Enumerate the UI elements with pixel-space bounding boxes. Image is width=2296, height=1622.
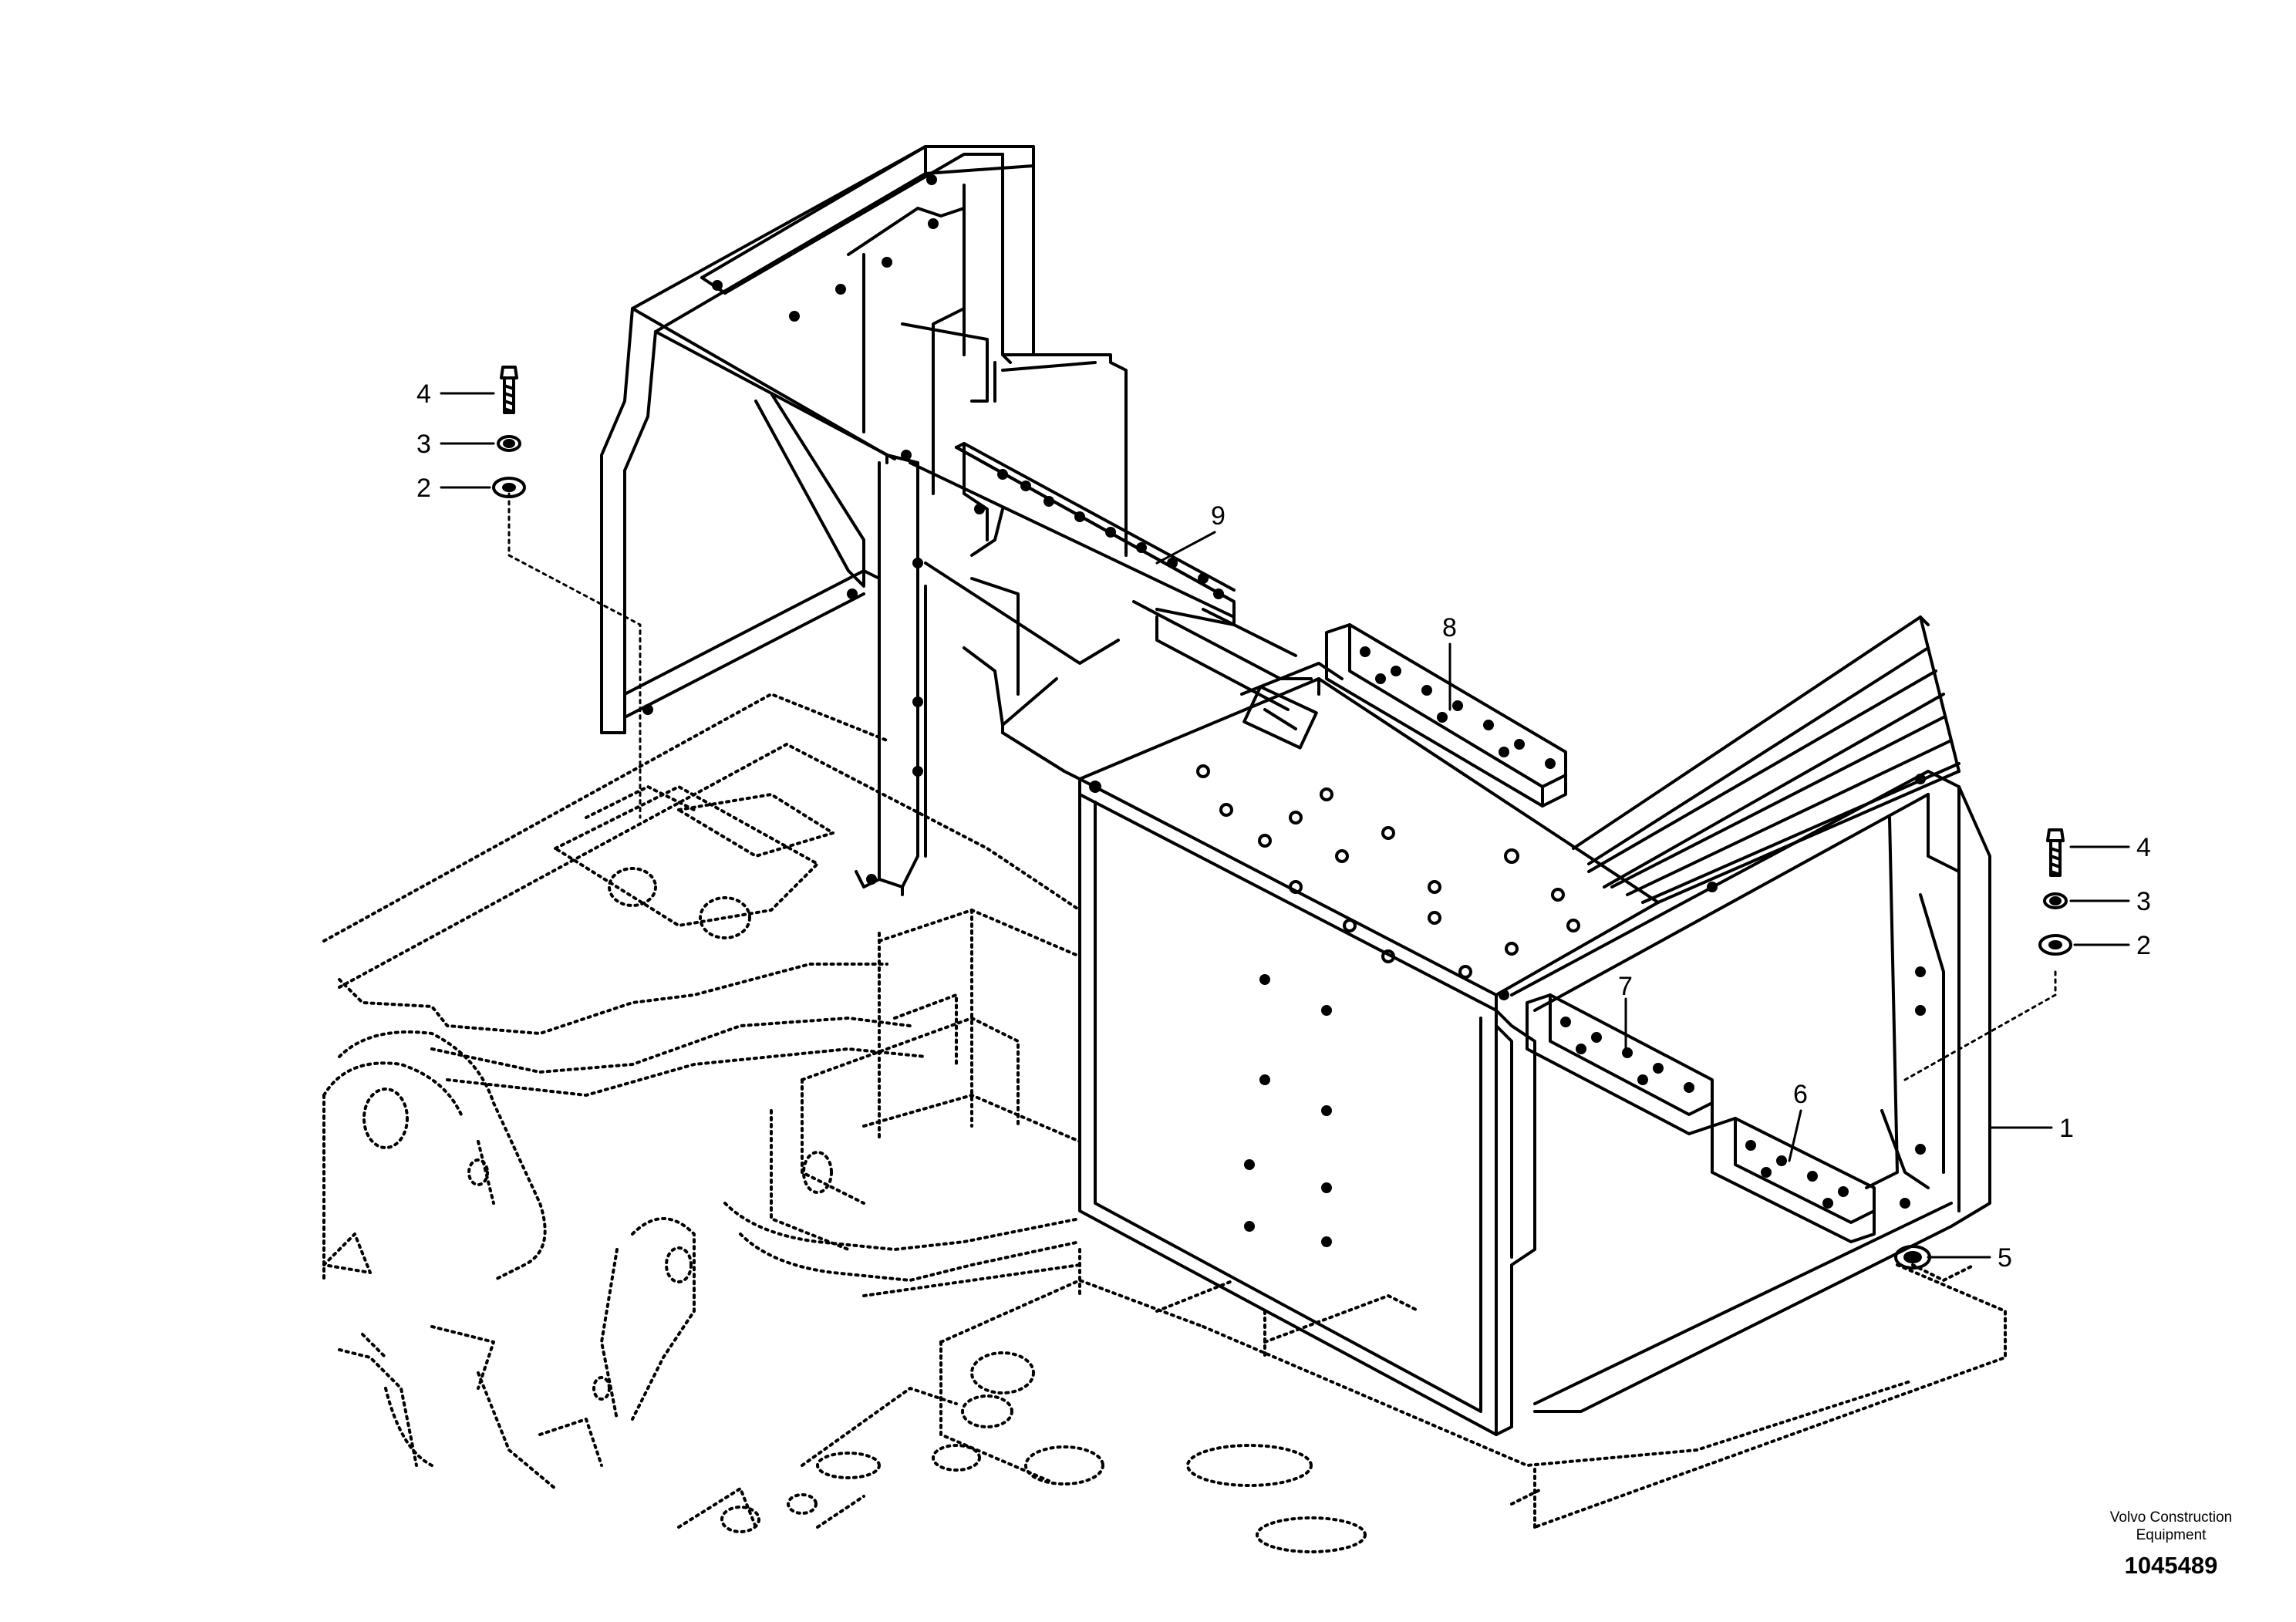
assembly-line-right — [1903, 970, 2057, 1081]
part-7-plate — [1526, 993, 1714, 1135]
credit-line-2: Equipment — [2136, 1527, 2207, 1543]
callout-4-left: 4 — [416, 379, 431, 409]
callout-1: 1 — [2059, 1114, 2074, 1143]
spring-washer-3-left — [497, 435, 521, 452]
flat-washer-2-right — [2038, 934, 2072, 956]
machine-frame-background — [322, 693, 2007, 1553]
part-8-plate — [1325, 623, 1567, 808]
flat-washer-2-left — [492, 477, 526, 498]
part-9-bracket — [909, 442, 1313, 711]
callout-9: 9 — [1211, 501, 1226, 531]
part-6-plate — [1711, 1117, 1876, 1243]
leader-lines — [440, 392, 2130, 1259]
left-frame-assembly — [600, 145, 1128, 896]
callout-8: 8 — [1442, 613, 1457, 642]
callout-2-right: 2 — [2136, 931, 2151, 960]
counterweight-box-part-1 — [1078, 615, 1991, 1436]
bolt-4-right — [2046, 828, 2065, 877]
assembly-line-left — [507, 492, 642, 819]
spring-washer-3-right — [2043, 892, 2068, 909]
callout-3-right: 3 — [2136, 887, 2151, 916]
callout-labels: 4 3 2 4 3 2 1 5 6 7 8 9 — [416, 379, 2151, 1273]
callout-5: 5 — [1998, 1243, 2012, 1273]
callout-2-left: 2 — [416, 474, 431, 503]
bolt-4-left — [500, 366, 518, 414]
callout-7: 7 — [1618, 972, 1633, 1001]
callout-3-left: 3 — [416, 430, 431, 459]
manufacturer-credit: Volvo Construction Equipment — [2075, 1509, 2267, 1544]
drawing-number: 1045489 — [2124, 1552, 2218, 1579]
callout-6: 6 — [1793, 1080, 1808, 1109]
callout-4-right: 4 — [2136, 833, 2151, 862]
credit-line-1: Volvo Construction — [2109, 1509, 2233, 1526]
